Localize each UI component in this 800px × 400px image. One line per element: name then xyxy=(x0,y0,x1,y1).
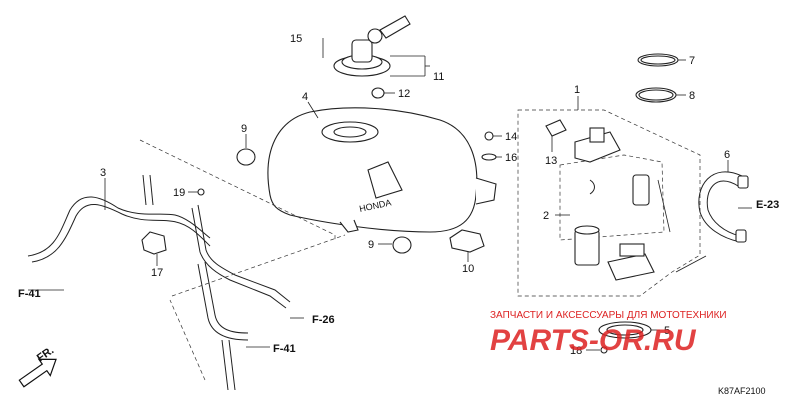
watermark-brand: PARTS-OR.RU xyxy=(490,324,697,357)
diagram-code: K87AF2100 xyxy=(718,386,766,396)
callout-15: 15 xyxy=(290,33,302,45)
fuel-tank[interactable]: HONDA xyxy=(267,107,497,233)
callout-8: 8 xyxy=(689,90,695,102)
callout-12: 12 xyxy=(398,88,410,100)
front-direction-arrow xyxy=(18,358,57,388)
callout-16: 16 xyxy=(505,152,517,164)
bolt-14 xyxy=(484,131,494,141)
fuel-feed-hose[interactable] xyxy=(698,171,749,243)
retainer-ring-5 xyxy=(598,321,652,339)
callout-19: 19 xyxy=(173,187,185,199)
washer-16 xyxy=(481,153,497,161)
callout-11: 11 xyxy=(433,71,444,83)
cap-gasket-12 xyxy=(371,87,385,99)
fuel-cap-assembly[interactable] xyxy=(333,15,411,77)
ref-f26[interactable]: F-26 xyxy=(312,314,335,326)
hose-clamp-17 xyxy=(141,231,167,255)
callout-5: 5 xyxy=(664,325,670,337)
rubber-cushion-9b xyxy=(392,236,412,254)
callout-3: 3 xyxy=(100,167,106,179)
callout-13: 13 xyxy=(545,155,557,167)
fuel-pump-connector-13 xyxy=(545,119,567,137)
callout-4: 4 xyxy=(302,91,308,103)
callout-18: 18 xyxy=(570,345,582,357)
callout-9b: 9 xyxy=(368,239,374,251)
fuel-pump-group-frame xyxy=(517,109,701,297)
tank-bracket-10 xyxy=(449,229,485,253)
callout-10: 10 xyxy=(462,263,474,275)
ref-e23[interactable]: E-23 xyxy=(756,199,779,211)
callout-1: 1 xyxy=(574,84,580,96)
ref-f41-bottom[interactable]: F-41 xyxy=(273,343,296,355)
clip-19 xyxy=(197,188,205,196)
callout-6: 6 xyxy=(724,149,730,161)
watermark-tagline: ЗАПЧАСТИ И АКСЕССУАРЫ ДЛЯ МОТОТЕХНИКИ xyxy=(490,310,727,321)
callout-17: 17 xyxy=(151,267,163,279)
nut-18 xyxy=(600,346,608,354)
callout-2: 2 xyxy=(543,210,549,222)
breather-hoses[interactable] xyxy=(27,174,291,391)
callout-7: 7 xyxy=(689,55,695,67)
ref-f41-left[interactable]: F-41 xyxy=(18,288,41,300)
callout-14: 14 xyxy=(505,131,517,143)
fuel-pump-assembly[interactable] xyxy=(574,127,671,281)
rubber-cushion-9a xyxy=(236,148,256,166)
callout-9a: 9 xyxy=(241,123,247,135)
